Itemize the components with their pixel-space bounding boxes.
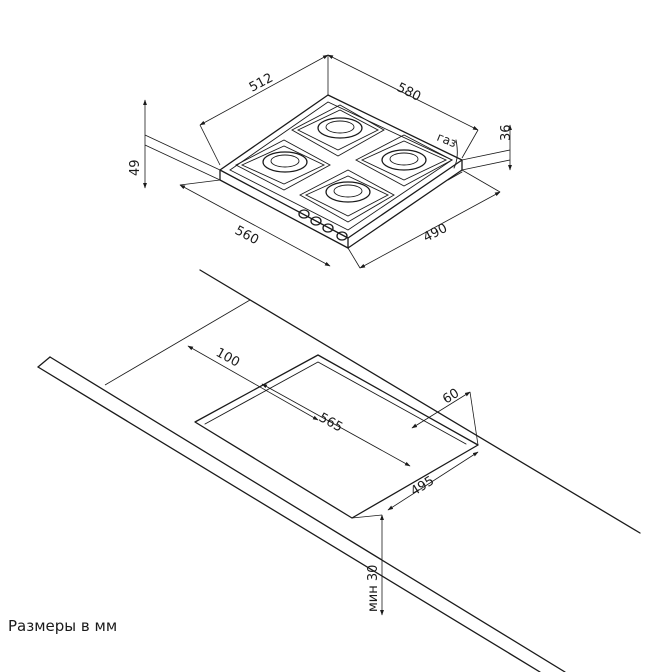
dim-label-min-30: мин 30 (366, 565, 381, 612)
dim-label-60: 60 (440, 386, 462, 407)
dim-580 (327, 54, 479, 159)
dim-label-565: 565 (316, 410, 345, 435)
burner-back (291, 104, 385, 157)
worktop-front-top-edge (49, 356, 566, 672)
dim-490 (347, 169, 501, 269)
dim-36 (461, 124, 512, 171)
worktop-drawing: 100 60 565 495 мин 30 (37, 269, 641, 672)
cutout-outline (194, 354, 479, 519)
dim-label-100: 100 (213, 345, 242, 370)
worktop-left-edge (37, 356, 51, 368)
dim-560 (179, 179, 331, 267)
dim-60 (411, 391, 479, 446)
dim-49 (143, 99, 221, 189)
dim-label-49: 49 (128, 159, 143, 176)
burner-right (355, 134, 453, 187)
dim-label-495: 495 (408, 474, 437, 500)
dim-min-30 (351, 514, 384, 616)
dim-label-580: 580 (394, 80, 423, 105)
dim-512 (199, 54, 329, 166)
dim-495 (387, 451, 479, 511)
dim-label-490: 490 (421, 221, 450, 246)
worktop-front-bottom-edge (37, 366, 541, 672)
burner-left (235, 139, 331, 191)
dim-100 (104, 299, 319, 421)
dim-label-36: 36 (499, 124, 514, 141)
hob-top-outline (219, 94, 463, 239)
hob-drawing: 512 580 49 36 560 490 газ (128, 54, 514, 269)
gas-connector (447, 139, 463, 181)
gas-label: газ (435, 130, 459, 150)
dim-565 (261, 383, 411, 467)
dim-label-560: 560 (232, 223, 261, 248)
burner-front (299, 169, 395, 223)
units-caption: Размеры в мм (8, 617, 118, 635)
